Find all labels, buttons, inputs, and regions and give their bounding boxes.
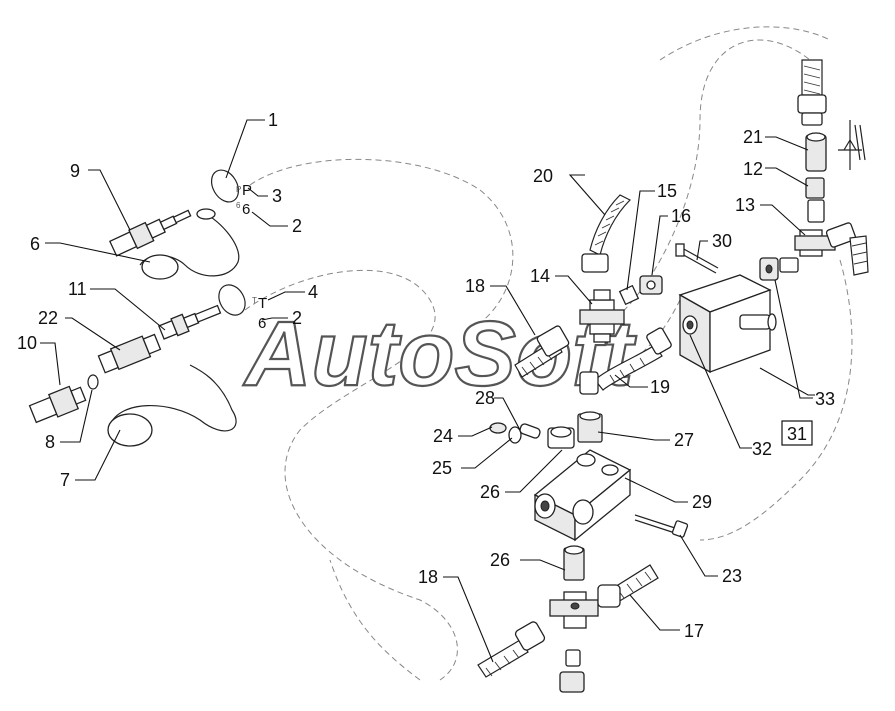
callout-21: 21 bbox=[743, 127, 763, 147]
flange-fitting-icon bbox=[759, 257, 799, 281]
hydraulic-pump-icon bbox=[678, 274, 777, 374]
callout-31-box bbox=[781, 420, 813, 446]
coupler-group-top bbox=[108, 169, 240, 280]
callout-4: 4 bbox=[308, 282, 318, 302]
bolt-icon bbox=[634, 514, 689, 538]
callout-17: 17 bbox=[684, 621, 704, 641]
nipple-fitting-icon bbox=[577, 411, 603, 443]
hose-icon bbox=[579, 327, 672, 395]
callout-31: 31 bbox=[787, 424, 807, 444]
hose-icon bbox=[797, 59, 827, 126]
callout-14: 14 bbox=[530, 266, 550, 286]
callout-18-top: 18 bbox=[465, 276, 485, 296]
svg-text:6: 6 bbox=[236, 201, 241, 210]
pin-icon bbox=[519, 423, 541, 439]
callout-18-bottom: 18 bbox=[418, 567, 438, 587]
hose-icon bbox=[581, 194, 632, 273]
tee-fitting-icon bbox=[579, 289, 625, 343]
leader-lines bbox=[40, 119, 815, 663]
callout-2-bottom: 2 bbox=[292, 308, 302, 328]
snap-ring-icon bbox=[210, 169, 240, 203]
callout-22: 22 bbox=[38, 308, 58, 328]
ring-tag-letter-t: T bbox=[258, 295, 267, 312]
callout-2-top: 2 bbox=[292, 216, 302, 236]
callout-11: 11 bbox=[68, 279, 87, 299]
callout-29: 29 bbox=[692, 492, 712, 512]
coupler-group-bottom bbox=[28, 284, 246, 447]
nut-icon bbox=[639, 275, 663, 295]
callout-28: 28 bbox=[475, 388, 495, 408]
valve-block-icon bbox=[533, 449, 632, 542]
quick-coupler-icon bbox=[108, 209, 192, 257]
callout-27: 27 bbox=[674, 430, 694, 450]
callout-3: 3 bbox=[272, 186, 282, 206]
callout-20: 20 bbox=[533, 166, 553, 186]
flow-direction-icon bbox=[838, 120, 866, 170]
tee-fitting-icon bbox=[549, 591, 599, 629]
o-ring-icon bbox=[87, 374, 99, 390]
callout-12: 12 bbox=[743, 159, 763, 179]
callout-7: 7 bbox=[60, 470, 70, 490]
callout-10: 10 bbox=[17, 333, 37, 353]
callout-30: 30 bbox=[712, 231, 732, 251]
nipple-fitting-icon bbox=[565, 649, 581, 667]
nipple-fitting-icon bbox=[618, 284, 640, 306]
callout-6: 6 bbox=[30, 234, 40, 254]
inline-filter-icon bbox=[97, 333, 162, 374]
ring-tag-letter-p: P bbox=[242, 182, 252, 199]
tee-fitting-icon bbox=[794, 222, 857, 257]
svg-text:T: T bbox=[252, 296, 257, 305]
dust-cap-icon bbox=[109, 364, 237, 432]
callout-8: 8 bbox=[45, 432, 55, 452]
callout-16: 16 bbox=[671, 206, 691, 226]
bolt-icon bbox=[675, 243, 719, 274]
callout-15: 15 bbox=[657, 181, 677, 201]
nut-icon bbox=[559, 671, 585, 693]
adapter-fitting-icon bbox=[157, 304, 222, 340]
hose-icon bbox=[477, 621, 546, 678]
callout-24: 24 bbox=[433, 426, 453, 446]
callout-numbers: 1 2 3 4 2 9 6 11 22 10 8 7 20 15 16 14 1… bbox=[17, 110, 835, 641]
ring-tag-number-bottom: 6 bbox=[258, 315, 266, 332]
callout-26-top: 26 bbox=[480, 482, 500, 502]
callout-1: 1 bbox=[268, 110, 278, 130]
nipple-fitting-icon bbox=[563, 545, 585, 581]
washer-icon bbox=[489, 422, 507, 434]
snap-ring-icon bbox=[218, 284, 246, 316]
callout-32: 32 bbox=[752, 439, 772, 459]
ring-tag-number-top: 6 bbox=[242, 201, 250, 218]
nipple-fitting-icon bbox=[807, 199, 825, 223]
nut-icon bbox=[805, 177, 825, 199]
callout-9: 9 bbox=[70, 161, 80, 181]
watermark-text: AutoSoft bbox=[243, 303, 637, 405]
washer-icon bbox=[508, 426, 522, 444]
callout-23: 23 bbox=[722, 566, 742, 586]
callout-33: 33 bbox=[815, 389, 835, 409]
hose-icon bbox=[849, 235, 869, 276]
quick-coupler-icon bbox=[28, 385, 87, 424]
hose-icon bbox=[597, 564, 659, 608]
center-upper-group bbox=[514, 194, 672, 395]
callout-25: 25 bbox=[432, 458, 452, 478]
callout-26-bottom: 26 bbox=[490, 550, 510, 570]
svg-text:P: P bbox=[236, 185, 241, 194]
elbow-fitting-icon bbox=[547, 426, 575, 449]
callout-13: 13 bbox=[735, 195, 755, 215]
callout-19: 19 bbox=[650, 377, 670, 397]
hose-icon bbox=[514, 325, 570, 378]
check-valve-icon bbox=[805, 132, 827, 172]
